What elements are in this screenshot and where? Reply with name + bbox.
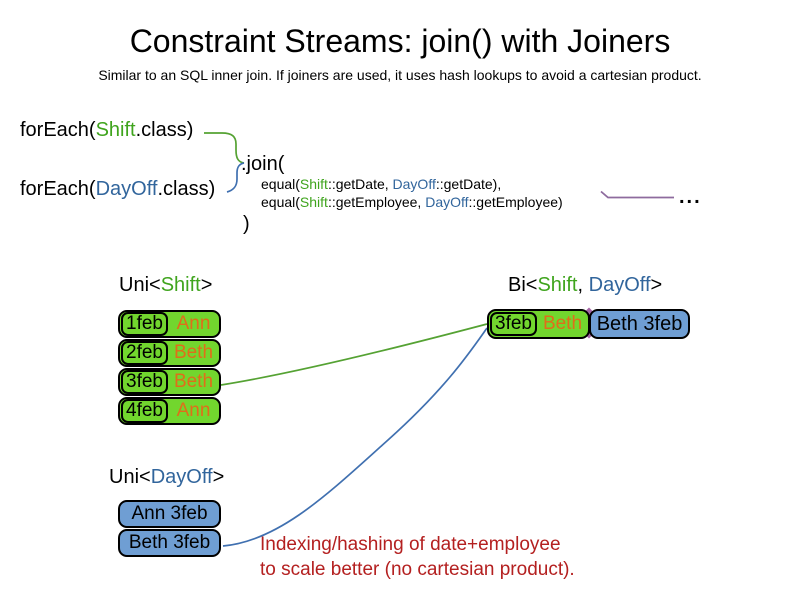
shift-token: Shift xyxy=(537,274,578,296)
code-text: ::getEmployee, xyxy=(327,194,426,210)
code-text: .class) xyxy=(157,178,216,200)
shift-token: Shift xyxy=(160,274,201,296)
code-text: ::getEmployee) xyxy=(468,194,563,210)
annotation-line: to scale better (no cartesian product). xyxy=(260,559,575,580)
date-cell: 1feb xyxy=(121,312,168,336)
code-text: forEach( xyxy=(20,119,96,141)
code-joiner-equal-employee: equal(Shift::getEmployee, DayOff::getEmp… xyxy=(261,194,563,211)
bi-label: Bi<Shift, DayOff> xyxy=(508,273,662,297)
date-cell: 2feb xyxy=(121,341,168,365)
code-text: equal( xyxy=(261,194,300,210)
table-row: 1feb Ann xyxy=(118,310,221,338)
dayoff-token: DayOff xyxy=(425,194,469,210)
employee-cell: Ann xyxy=(176,313,211,334)
code-foreach-shift: forEach(Shift.class) xyxy=(20,118,193,142)
code-join-open: .join( xyxy=(241,153,285,175)
annotation-line: Indexing/hashing of date+employee xyxy=(260,534,561,555)
label-text: > xyxy=(650,274,663,296)
label-text: Uni< xyxy=(119,274,161,296)
join-connector-dayoff-icon xyxy=(222,327,488,547)
shift-class-token: Shift xyxy=(95,119,136,141)
code-foreach-dayoff: forEach(DayOff.class) xyxy=(20,177,215,201)
slide-subtitle: Similar to an SQL inner join. If joiners… xyxy=(98,67,702,83)
dayoff-token: DayOff xyxy=(392,176,436,192)
dayoff-class-token: DayOff xyxy=(95,178,158,200)
table-row: 4feb Ann xyxy=(118,397,221,425)
employee-cell: Beth xyxy=(542,313,583,334)
code-text: .class) xyxy=(135,119,194,141)
table-row: 2feb Beth xyxy=(118,339,221,367)
code-join-close: ) xyxy=(243,213,250,235)
employee-cell: Beth xyxy=(173,342,214,363)
code-ellipsis: ... xyxy=(679,186,702,208)
code-text: equal( xyxy=(261,176,300,192)
label-text: Uni< xyxy=(109,466,151,488)
annotation-text: Indexing/hashing of date+employee to sca… xyxy=(260,532,575,582)
code-joiner-equal-date: equal(Shift::getDate, DayOff::getDate), xyxy=(261,176,501,193)
label-text: , xyxy=(577,274,589,296)
table-row: Beth 3feb xyxy=(118,529,221,557)
shift-token: Shift xyxy=(299,176,328,192)
slide-title: Constraint Streams: join() with Joiners xyxy=(129,23,671,59)
label-text: Bi< xyxy=(508,274,538,296)
date-cell: 3feb xyxy=(490,312,537,336)
joiner-continuation-line-icon xyxy=(600,190,674,199)
shift-token: Shift xyxy=(299,194,328,210)
code-text: ::getDate), xyxy=(435,176,502,192)
code-text: ::getDate, xyxy=(327,176,393,192)
employee-cell: Ann xyxy=(176,400,211,421)
uni-shift-label: Uni<Shift> xyxy=(119,273,212,297)
employee-cell: Beth xyxy=(173,371,214,392)
label-text: > xyxy=(212,466,225,488)
code-text: forEach( xyxy=(20,178,96,200)
brace-connector-shift-icon xyxy=(204,132,245,164)
table-row: Ann 3feb xyxy=(118,500,221,528)
join-connector-shift-icon xyxy=(220,323,488,386)
uni-shift-table: 1feb Ann 2feb Beth 3feb Beth 4feb Ann xyxy=(118,310,221,425)
uni-dayoff-label: Uni<DayOff> xyxy=(109,465,224,489)
dayoff-token: DayOff xyxy=(150,466,213,488)
bi-shift-cell: 3feb Beth xyxy=(487,309,590,339)
bi-dayoff-cell: Beth 3feb xyxy=(589,309,690,339)
dayoff-token: DayOff xyxy=(588,274,651,296)
date-cell: 3feb xyxy=(121,370,168,394)
table-row: 3feb Beth xyxy=(118,368,221,396)
label-text: > xyxy=(200,274,213,296)
bi-row: 3feb Beth Beth 3feb xyxy=(487,309,690,339)
date-cell: 4feb xyxy=(121,399,168,423)
uni-dayoff-table: Ann 3feb Beth 3feb xyxy=(118,500,221,557)
